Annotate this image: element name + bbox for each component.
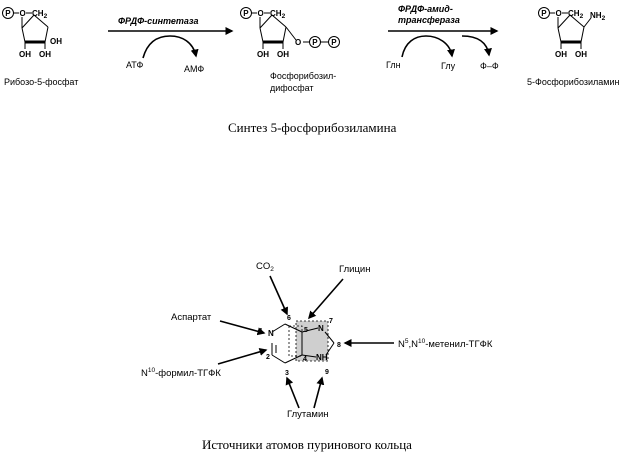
ribose-5-phosphate-structure: P O CH2 O OH OH OH — [1, 6, 62, 59]
diphosphate-p2: P — [331, 38, 337, 47]
source-co2: CO2 — [256, 261, 274, 273]
c2-hydroxyl: OH — [575, 50, 587, 59]
compound-label-prpp-line2: дифосфат — [270, 83, 314, 93]
amine-group: NH2 — [590, 11, 606, 22]
enzyme-label-amidotransferase-line2: трансфераза — [398, 15, 460, 25]
position-7: 7 — [329, 318, 333, 325]
arrow-glutamine-n3 — [285, 376, 300, 409]
position-6: 6 — [287, 315, 291, 322]
anomeric-oxygen: O — [295, 38, 301, 47]
position-9: 9 — [325, 369, 329, 376]
ch2-group: CH2 — [32, 9, 48, 20]
diphosphate-p1: P — [312, 38, 318, 47]
arrow-aspartate — [219, 320, 266, 336]
caption-purine-sources: Источники атомов пуринового кольца — [202, 437, 412, 452]
ether-oxygen: O — [556, 9, 562, 18]
compound-label-phosphoribosylamine: 5-Фосфорибозиламин — [527, 77, 619, 87]
arrow-glycine — [308, 278, 344, 320]
position-3: 3 — [285, 370, 289, 377]
caption-synthesis: Синтез 5-фосфорибозиламина — [228, 120, 397, 135]
c2-hydroxyl: OH — [277, 50, 289, 59]
position-4: 4 — [303, 356, 307, 363]
position-5: 5 — [304, 327, 308, 334]
glu-label: Глу — [441, 61, 456, 71]
pyrophosphate-curve-arrow — [461, 35, 492, 57]
purine-ring — [271, 320, 335, 364]
c3-hydroxyl: OH — [257, 50, 269, 59]
compound-label-prpp-line1: Фосфорибозил- — [270, 71, 336, 81]
amp-label: АМФ — [184, 64, 204, 74]
ch2-group: CH2 — [568, 9, 584, 20]
c1-hydroxyl: OH — [50, 37, 62, 46]
ether-oxygen: O — [258, 9, 264, 18]
position-8: 8 — [337, 342, 341, 349]
purine-n1: N — [268, 329, 274, 338]
c3-hydroxyl: OH — [19, 50, 31, 59]
purine-n7: N — [318, 324, 324, 333]
source-methenyl-thf: N5,N10-метенил-ТГФК — [398, 338, 493, 350]
phosphate-symbol: P — [541, 9, 547, 18]
purine-n9: NH — [316, 353, 328, 362]
cofactor-curve-arrow-2 — [401, 35, 455, 58]
position-2: 2 — [266, 354, 270, 361]
ether-oxygen: O — [20, 9, 26, 18]
source-glycine: Глицин — [339, 264, 370, 275]
ff-label: Ф–Ф — [480, 61, 499, 71]
atp-label: АТФ — [126, 60, 143, 70]
c2-hydroxyl: OH — [39, 50, 51, 59]
enzyme-label-amidotransferase-line1: ФРДФ-амид- — [398, 4, 453, 14]
c3-hydroxyl: OH — [555, 50, 567, 59]
arrow-co2 — [269, 275, 288, 316]
cofactor-curve-arrow-1 — [142, 35, 199, 59]
enzyme-label-prpp-synthetase: ФРДФ-синтетаза — [118, 16, 199, 26]
arrow-glutamine-n9 — [313, 376, 325, 409]
source-aspartate: Аспартат — [171, 312, 212, 323]
ch2-group: CH2 — [270, 9, 286, 20]
source-formyl-thf: N10-формил-ТГФК — [141, 367, 221, 379]
gln-label: Глн — [386, 60, 401, 70]
phosphoribosylamine-structure: P O CH2 NH2 OH OH — [537, 6, 606, 59]
phosphate-symbol: P — [243, 9, 249, 18]
source-glutamine: Глутамин — [287, 409, 329, 420]
arrow-formyl-thf — [217, 347, 268, 365]
compound-label-ribose-5-phosphate: Рибозо-5-фосфат — [4, 77, 78, 87]
prpp-structure: P O CH2 O P P OH OH — [239, 6, 340, 59]
phosphate-symbol: P — [5, 9, 11, 18]
